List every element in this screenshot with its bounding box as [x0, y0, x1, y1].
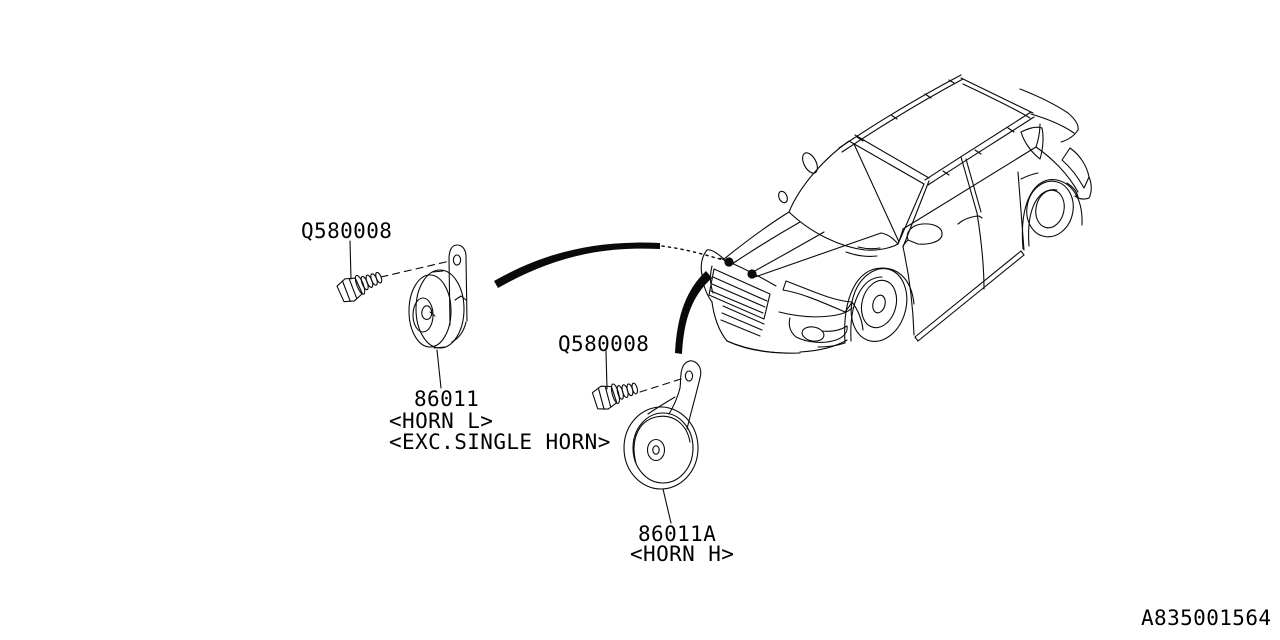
leader-lines	[349, 240, 685, 524]
horn-l-drawing	[408, 244, 468, 349]
horn-l-name: <HORN L>	[389, 409, 494, 433]
drawing-code-label: A835001564	[1141, 606, 1272, 630]
pointer-dotted-line	[661, 245, 727, 262]
horn-location-dot-2	[747, 269, 757, 279]
bolt-1-label: Q580008	[301, 219, 393, 243]
side-mirror	[906, 223, 943, 245]
horn-h-name: <HORN H>	[630, 542, 735, 566]
bolt-1-drawing	[336, 271, 383, 303]
bolt-2-drawing	[591, 382, 639, 410]
horn-l-note: <EXC.SINGLE HORN>	[389, 430, 611, 454]
horn-location-dot-1	[724, 257, 734, 267]
antenna	[802, 152, 818, 174]
pointer-arc-right	[675, 271, 712, 354]
car-illustration	[700, 74, 1092, 354]
pointer-arc-left	[494, 242, 660, 288]
horn-h-part-number: 86011A	[638, 522, 717, 546]
horn-l-part-number: 86011	[414, 387, 480, 411]
horn-h-drawing	[623, 360, 702, 490]
bolt-2-label: Q580008	[558, 332, 650, 356]
